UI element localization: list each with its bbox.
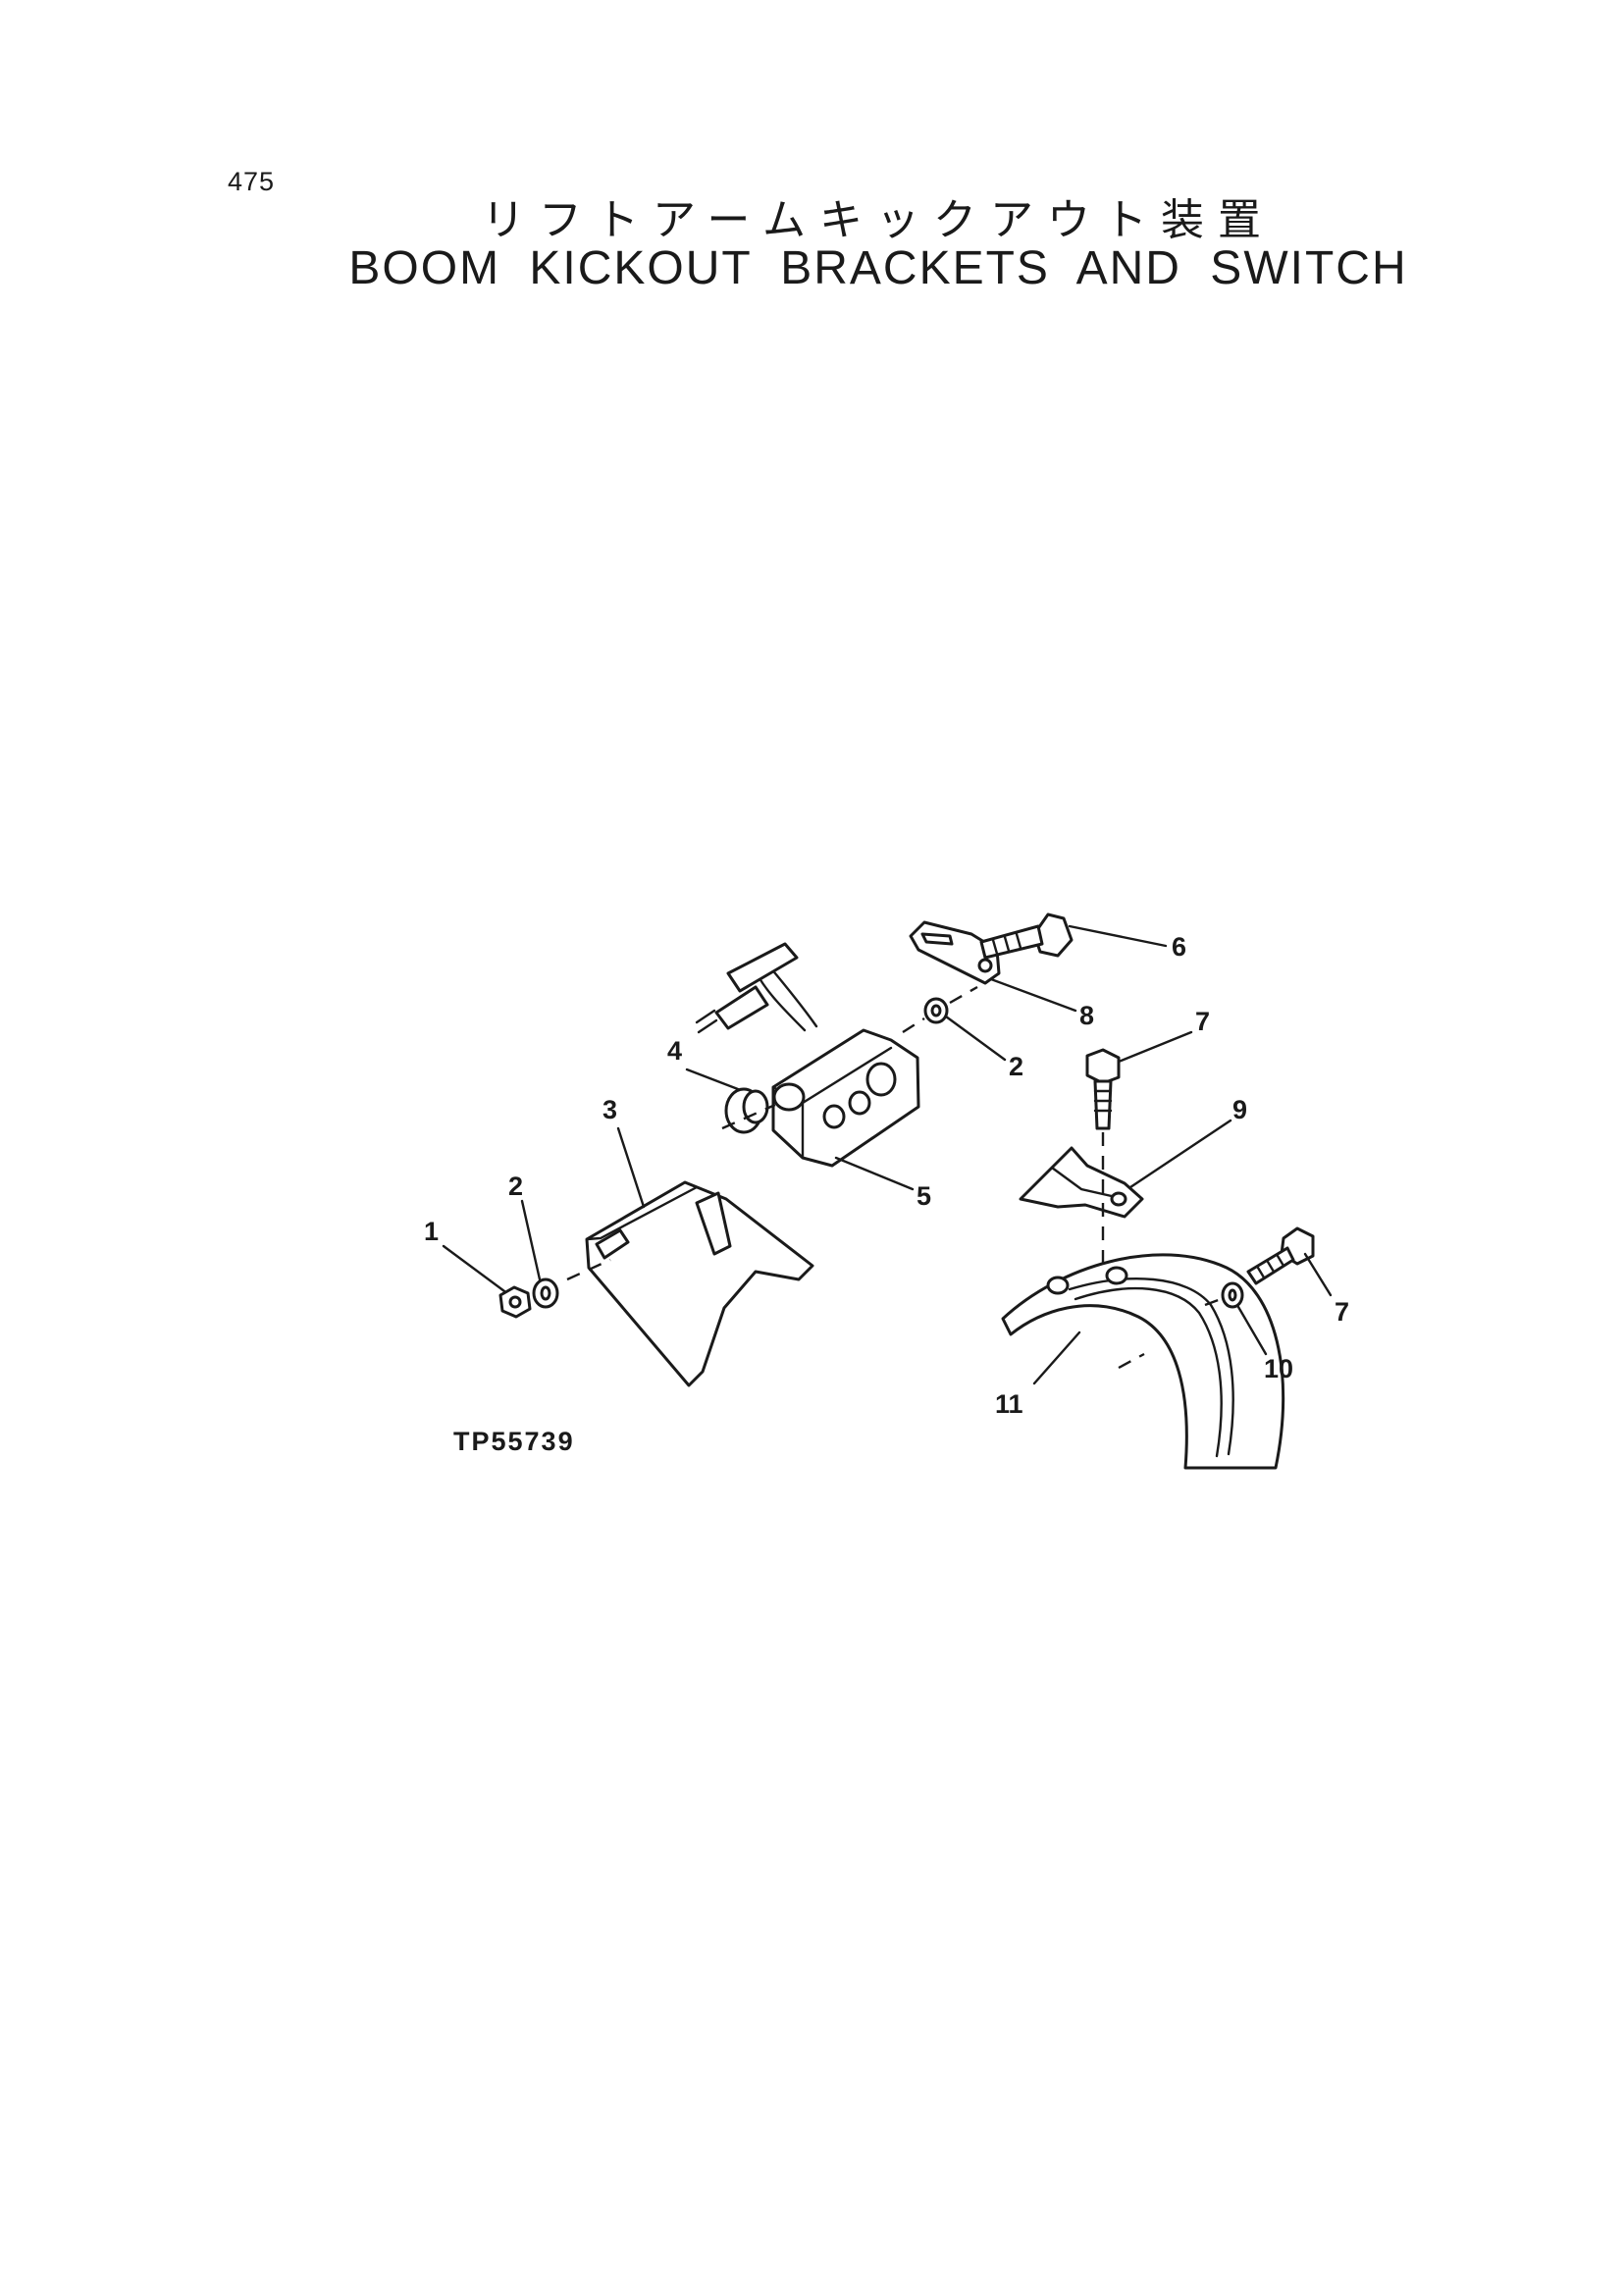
part-bolt-top — [979, 912, 1074, 960]
figure-code: TP55739 — [453, 1427, 575, 1456]
callout-1: 1 — [424, 1217, 439, 1246]
callout-4: 4 — [667, 1036, 682, 1066]
part-clamp — [1019, 1146, 1144, 1219]
page-number: 475 — [228, 167, 276, 196]
part-bracket-plate — [585, 1180, 814, 1387]
part-nut — [498, 1285, 532, 1319]
callout-2-left: 2 — [508, 1172, 523, 1201]
callouts: 1 2 3 4 5 2 6 8 7 9 7 10 11 — [424, 932, 1349, 1419]
part-arc-plate — [1001, 1253, 1285, 1470]
callout-3: 3 — [602, 1095, 617, 1124]
callout-6: 6 — [1172, 932, 1186, 962]
callout-2-right: 2 — [1009, 1052, 1023, 1081]
callout-9: 9 — [1232, 1095, 1247, 1124]
part-washer-left — [532, 1277, 559, 1309]
part-bolt-vertical — [1085, 1048, 1121, 1130]
callout-10: 10 — [1264, 1354, 1293, 1383]
title-english: BOOM KICKOUT BRACKETS AND SWITCH — [348, 242, 1408, 294]
callout-11: 11 — [995, 1389, 1023, 1419]
callout-5: 5 — [917, 1181, 931, 1211]
part-washer-arc — [1221, 1281, 1244, 1309]
callout-8: 8 — [1079, 1001, 1094, 1030]
part-bracket-small — [909, 920, 1001, 985]
part-bushing — [724, 1087, 769, 1134]
leader-lines — [442, 924, 1333, 1385]
callout-7-top: 7 — [1195, 1007, 1210, 1036]
assembly-lines — [566, 985, 1222, 1370]
part-bolt-right — [1246, 1226, 1315, 1285]
part-switch — [695, 942, 920, 1168]
part-washer-right — [923, 997, 949, 1024]
title-japanese: リフトアームキックアウト装置 — [481, 195, 1276, 245]
callout-7-right: 7 — [1335, 1297, 1349, 1327]
